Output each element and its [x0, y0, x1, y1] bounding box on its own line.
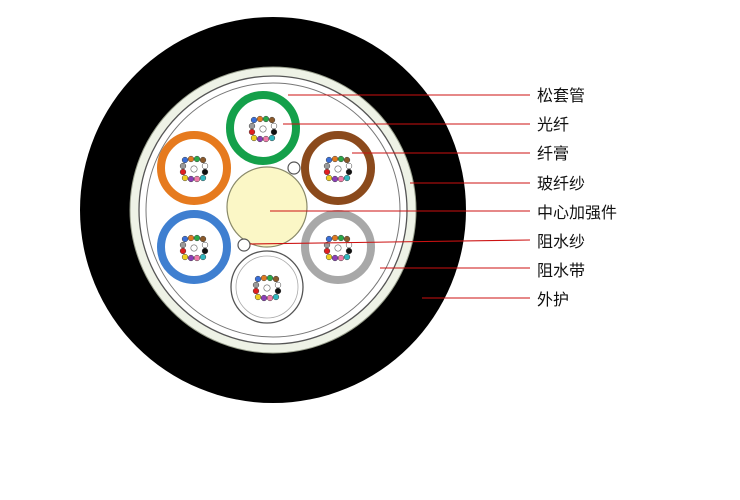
label-water-blocking-tape: 阻水带: [537, 261, 585, 280]
optical-fiber: [343, 174, 351, 182]
optical-fiber: [337, 234, 345, 242]
fiber-bundle-center: [259, 125, 267, 133]
optical-fiber: [187, 155, 195, 163]
optical-fiber: [201, 162, 209, 170]
optical-fiber: [337, 254, 345, 262]
optical-fiber: [193, 254, 201, 262]
optical-fiber: [254, 293, 262, 301]
optical-fiber: [187, 175, 195, 183]
optical-fiber: [252, 287, 260, 295]
optical-fiber: [272, 293, 280, 301]
optical-fiber: [193, 175, 201, 183]
optical-fiber: [201, 247, 209, 255]
optical-fiber: [270, 122, 278, 130]
optical-fiber: [331, 175, 339, 183]
optical-fiber: [260, 294, 268, 302]
label-glass-yarn: 玻纤纱: [537, 174, 585, 193]
fiber-bundle-center: [190, 165, 198, 173]
optical-fiber: [268, 134, 276, 142]
optical-fiber: [266, 294, 274, 302]
optical-fiber: [274, 287, 282, 295]
fiber-bundle-center: [190, 244, 198, 252]
optical-fiber: [248, 122, 256, 130]
optical-fiber: [201, 168, 209, 176]
optical-fiber-bundles: [179, 115, 353, 302]
optical-fiber: [193, 234, 201, 242]
optical-fiber: [179, 162, 187, 170]
optical-fiber: [325, 174, 333, 182]
optical-fiber: [250, 134, 258, 142]
optical-fiber: [262, 135, 270, 143]
optical-fiber: [187, 254, 195, 262]
label-central-strength-member: 中心加强件: [537, 203, 617, 222]
optical-fiber: [256, 115, 264, 123]
optical-fiber: [343, 156, 351, 164]
label-loose-tube: 松套管: [537, 86, 585, 105]
optical-fiber: [337, 155, 345, 163]
optical-fiber: [331, 155, 339, 163]
optical-fiber: [252, 281, 260, 289]
optical-fiber: [248, 128, 256, 136]
optical-fiber: [181, 174, 189, 182]
optical-fiber: [250, 116, 258, 124]
optical-fiber: [199, 174, 207, 182]
optical-fiber: [345, 162, 353, 170]
optical-fiber: [181, 253, 189, 261]
optical-fiber: [323, 162, 331, 170]
optical-fiber: [331, 234, 339, 242]
optical-fiber: [266, 274, 274, 282]
optical-fiber: [323, 247, 331, 255]
optical-fiber: [193, 155, 201, 163]
optical-fiber: [187, 234, 195, 242]
optical-fiber: [331, 254, 339, 262]
optical-fiber: [272, 275, 280, 283]
optical-fiber: [201, 241, 209, 249]
fiber-bundle-center: [334, 165, 342, 173]
label-fiber-paste: 纤膏: [537, 144, 569, 163]
fiber-bundle-center: [334, 244, 342, 252]
optical-fiber: [179, 168, 187, 176]
central-strength-member: [226, 166, 308, 248]
leader-line-water-blocking-yarn: [249, 239, 531, 245]
optical-fiber: [199, 253, 207, 261]
optical-fiber: [181, 156, 189, 164]
optical-fiber: [325, 156, 333, 164]
optical-fiber: [268, 116, 276, 124]
water-blocking-yarn: [287, 161, 301, 175]
optical-fiber: [199, 235, 207, 243]
optical-fiber: [274, 281, 282, 289]
label-water-blocking-yarn: 阻水纱: [537, 232, 585, 251]
optical-fiber: [256, 135, 264, 143]
optical-fiber: [179, 247, 187, 255]
optical-fiber: [337, 175, 345, 183]
water-blocking-yarn: [237, 238, 251, 252]
label-outer-sheath: 外护: [537, 290, 569, 309]
optical-fiber: [199, 156, 207, 164]
fiber-bundle-center: [263, 284, 271, 292]
optical-fiber: [343, 253, 351, 261]
optical-fiber: [345, 247, 353, 255]
optical-fiber: [262, 115, 270, 123]
optical-fiber: [181, 235, 189, 243]
optical-fiber: [179, 241, 187, 249]
optical-fiber: [345, 168, 353, 176]
optical-fiber: [343, 235, 351, 243]
label-optical-fiber: 光纤: [537, 115, 569, 134]
optical-fiber: [325, 235, 333, 243]
optical-fiber: [254, 275, 262, 283]
optical-fiber: [270, 128, 278, 136]
optical-fiber: [325, 253, 333, 261]
optical-fiber: [260, 274, 268, 282]
optical-fiber: [323, 168, 331, 176]
